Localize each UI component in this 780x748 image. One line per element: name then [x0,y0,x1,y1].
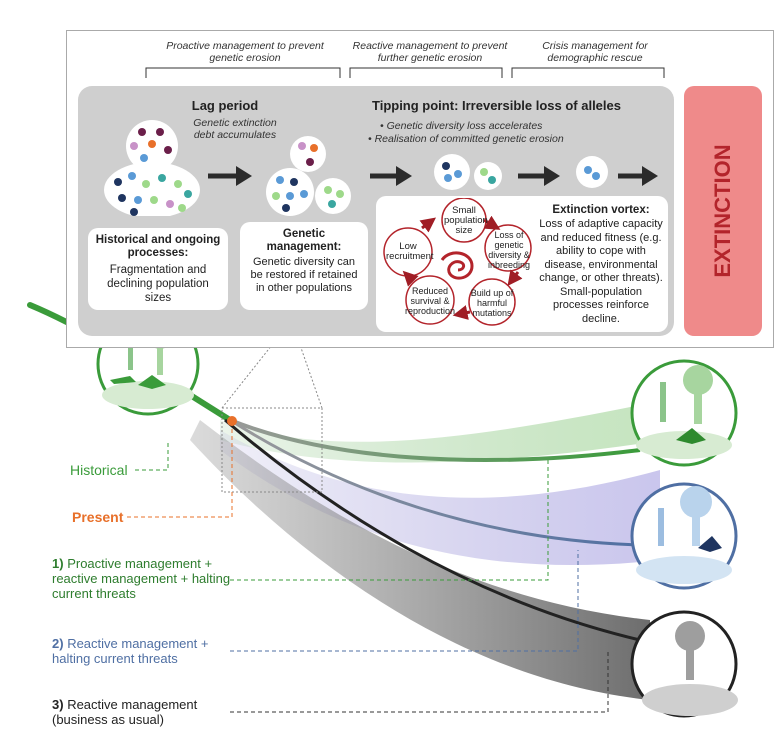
vortex-body: Loss of adaptive capacity and reduced fi… [539,218,663,325]
label-historical: Historical [70,462,128,478]
vortex-node-harmful-mutations: Build up of harmful mutations [470,288,514,318]
grey-outcome-circle [630,610,738,718]
header-brackets [145,67,665,78]
genetic-management-box: Genetic management: Genetic diversity ca… [240,222,368,310]
scenario-2-number: 2) [52,636,64,651]
vortex-title: Extinction vortex: [552,204,650,216]
vortex-node-loss-diversity: Loss of genetic diversity & inbreeding [487,230,531,270]
label-present: Present [72,509,124,525]
green-outcome-circle [630,359,738,467]
lag-subtitle: Genetic extinction debt accumulates [193,117,277,141]
blue-outcome-circle [630,482,738,590]
historical-processes-box: Historical and ongoing processes: Fragme… [88,228,228,310]
scenario-1-text: Proactive management + reactive manageme… [52,556,231,601]
trajectory-bands [190,400,665,700]
label-scenario-2: 2) Reactive management + halting current… [52,636,242,666]
header-reactive: Reactive management to prevent further g… [352,40,508,64]
scenario-2-text: Reactive management + halting current th… [52,636,209,666]
label-scenario-1: 1) Proactive management + reactive manag… [52,556,252,601]
lag-title: Lag period [191,98,259,113]
vortex-node-reduced-survival: Reduced survival & reproduction [404,286,456,316]
scenario-3-text: Reactive management (business as usual) [52,697,198,727]
historical-box-title: Historical and ongoing processes: [95,234,221,259]
scenario-3-number: 3) [52,697,64,712]
vortex-diagram [383,198,532,326]
label-scenario-3: 3) Reactive management (business as usua… [52,697,242,727]
historical-box-body: Fragmentation and declining population s… [107,264,209,304]
tipping-title: Tipping point: Irreversible loss of alle… [372,98,621,113]
header-crisis: Crisis management for demographic rescue [542,40,648,64]
present-marker [227,416,237,426]
vortex-node-small-population: Small population size [444,205,488,236]
tipping-bullet-1: • Genetic diversity loss accelerates [380,120,543,132]
population-clusters [104,120,658,216]
vortex-node-low-recruitment: Low recruitment [386,241,434,262]
header-proactive: Proactive management to prevent genetic … [166,40,324,64]
tipping-bullet-2: • Realisation of committed genetic erosi… [368,133,564,145]
extinction-label: EXTINCTION [710,144,735,278]
scenario-1-number: 1) [52,556,64,571]
genetic-box-body: Genetic diversity can be restored if ret… [250,256,358,294]
genetic-box-title: Genetic management: [266,228,342,253]
extinction-panel: EXTINCTION [684,86,762,336]
